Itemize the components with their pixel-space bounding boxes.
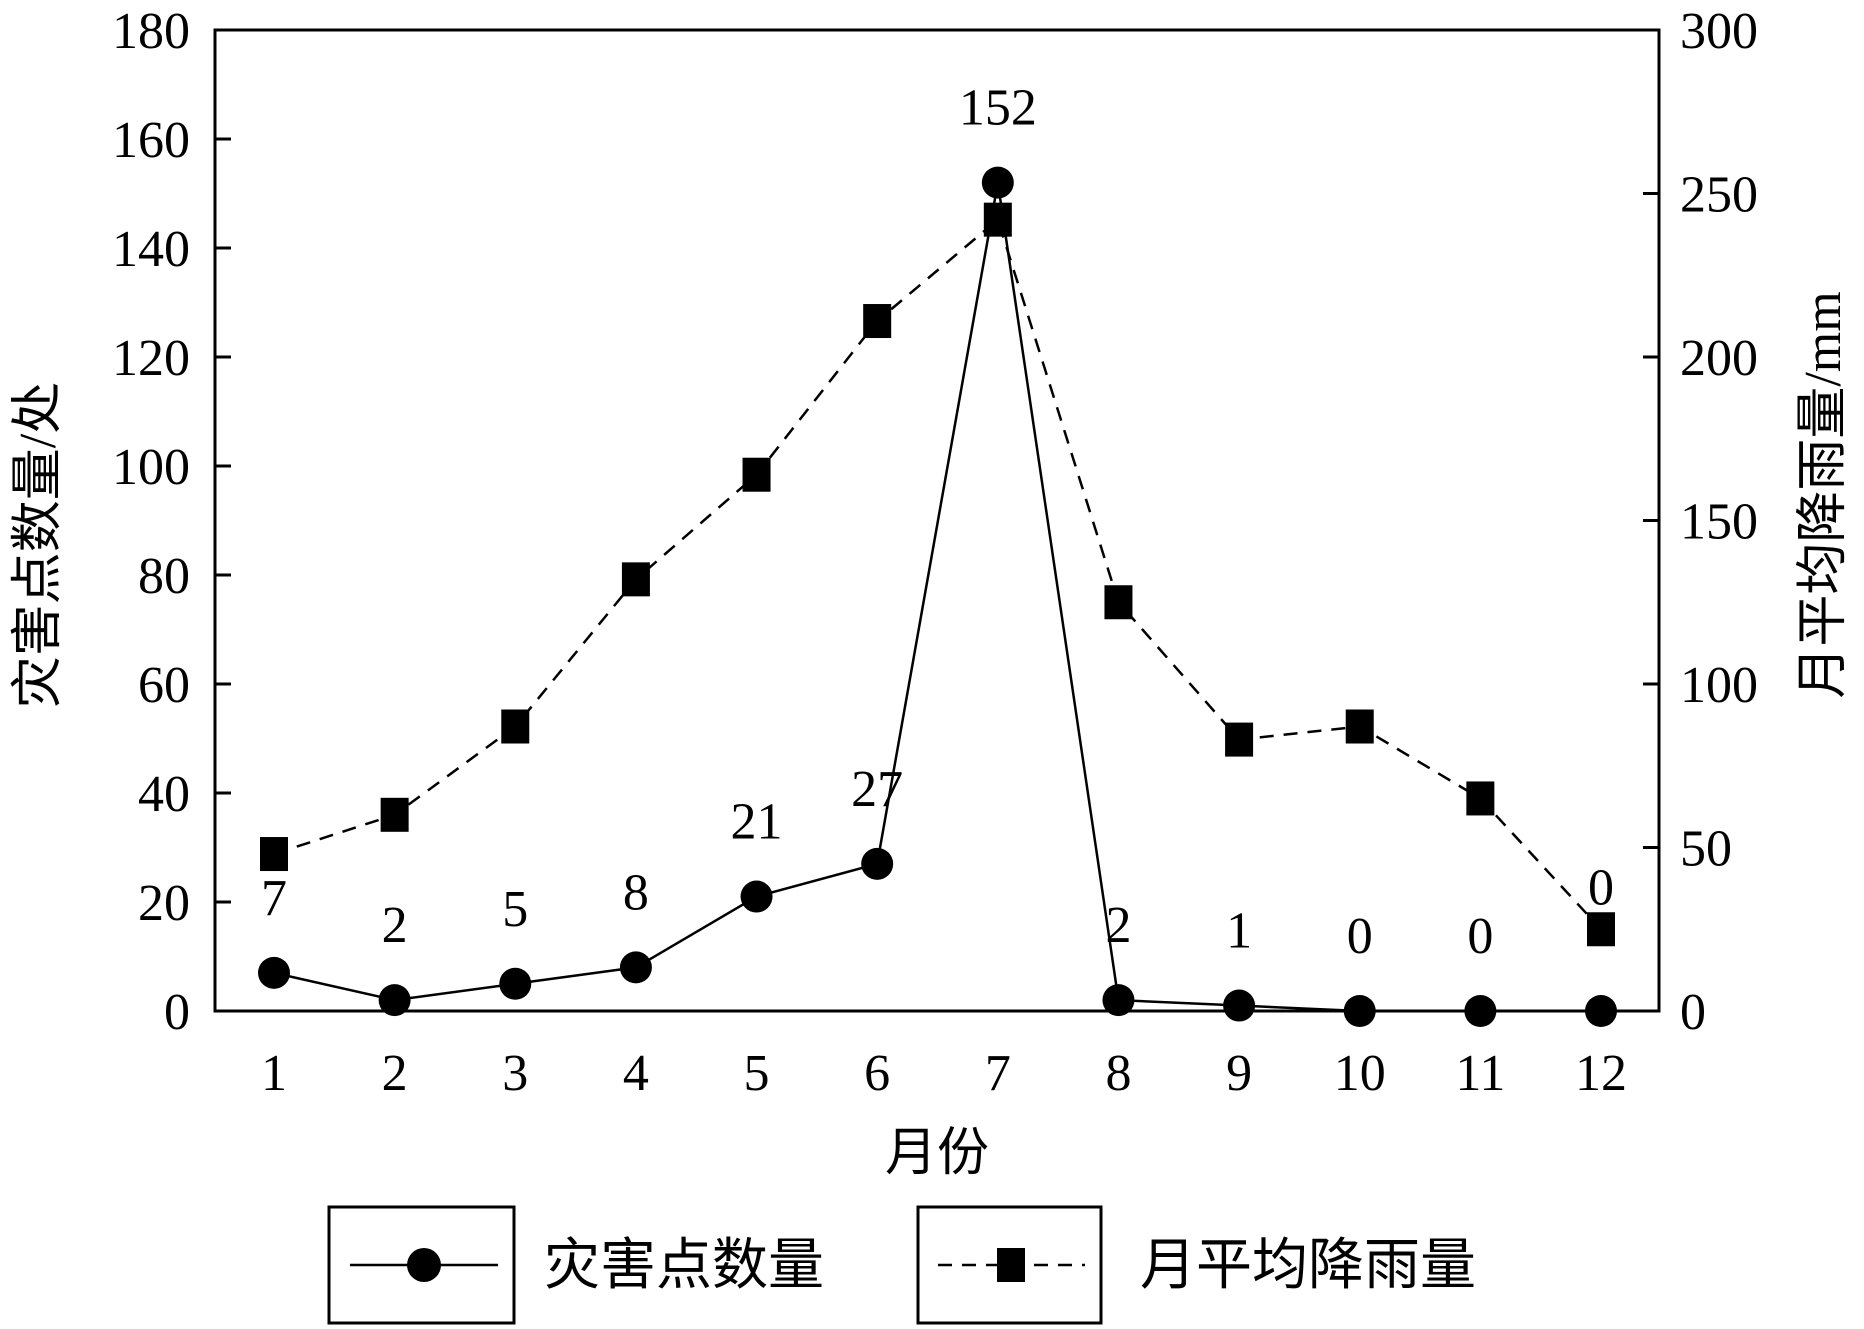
disaster-count-point: [1464, 995, 1497, 1027]
legend-item-rainfall: 月平均降雨量: [916, 1205, 1476, 1325]
rainfall-point: [1345, 709, 1374, 744]
legend: 灾害点数量 月平均降雨量: [327, 1205, 1476, 1325]
left-tick-label: 120: [112, 330, 190, 387]
disaster-count-point: [1585, 995, 1617, 1027]
data-label: 152: [959, 80, 1037, 137]
data-label: 21: [731, 794, 783, 851]
left-tick-label: 100: [112, 439, 190, 496]
disaster-count-point: [619, 951, 652, 984]
legend-box: [327, 1205, 516, 1325]
x-tick-label: 10: [1334, 1045, 1386, 1102]
left-tick-label: 180: [112, 3, 190, 60]
rainfall-point: [1587, 912, 1615, 947]
rainfall-line: [273, 217, 1602, 931]
left-tick-label: 140: [112, 221, 190, 278]
data-label: 2: [1105, 897, 1131, 954]
disaster-count-line: [273, 182, 1601, 1013]
left-tick-label: 40: [138, 766, 190, 823]
disaster-count-point: [258, 956, 290, 989]
legend-box: [916, 1205, 1103, 1325]
series-layer: [258, 166, 1617, 1027]
x-tick-label: 12: [1575, 1045, 1627, 1102]
data-label: 27: [851, 761, 903, 818]
legend-item-disaster-count: 灾害点数量: [327, 1205, 824, 1325]
rainfall-point: [983, 202, 1012, 237]
left-tick-label: 20: [138, 875, 190, 932]
legend-label: 灾害点数量: [544, 1235, 824, 1297]
right-tick-label: 50: [1680, 821, 1732, 878]
disaster-count-point: [981, 166, 1014, 199]
disaster-count-point: [740, 880, 773, 913]
disaster-count-point: [378, 984, 411, 1017]
x-tick-label: 5: [744, 1045, 770, 1102]
data-label: 1: [1226, 903, 1252, 960]
rainfall-point: [1225, 722, 1254, 757]
disaster-count-point: [1223, 989, 1256, 1022]
rainfall-point: [742, 457, 771, 492]
x-tick-label: 11: [1455, 1045, 1505, 1102]
data-label: 0: [1347, 908, 1373, 965]
data-label: 2: [382, 897, 408, 954]
legend-circle-marker: [407, 1248, 441, 1282]
disaster-count-point: [861, 847, 894, 880]
left-axis-title: 灾害点数量/处: [10, 382, 67, 708]
right-tick-label: 150: [1680, 494, 1758, 551]
data-label: 0: [1467, 908, 1493, 965]
x-axis-title: 月份: [885, 1125, 989, 1182]
right-tick-label: 300: [1680, 3, 1758, 60]
x-tick-label: 4: [623, 1045, 649, 1102]
x-tick-label: 9: [1226, 1045, 1252, 1102]
right-axis-title: 月平均降雨量/mm: [1795, 291, 1852, 698]
data-label: 7: [261, 870, 287, 927]
rainfall-point: [863, 304, 892, 339]
right-tick-label: 200: [1680, 330, 1758, 387]
x-tick-label: 7: [985, 1045, 1011, 1102]
right-tick-label: 100: [1680, 657, 1758, 714]
rainfall-point: [501, 709, 530, 744]
rainfall-point: [260, 837, 288, 872]
legend-square-marker: [997, 1248, 1025, 1282]
left-tick-label: 160: [112, 112, 190, 169]
left-tick-label: 0: [164, 984, 190, 1041]
right-tick-label: 250: [1680, 167, 1758, 224]
x-tick-label: 3: [502, 1045, 528, 1102]
x-tick-label: 2: [382, 1045, 408, 1102]
data-label: 5: [502, 881, 528, 938]
data-label: 0: [1588, 859, 1614, 916]
disaster-count-point: [499, 967, 532, 1000]
disaster-count-point: [1343, 995, 1376, 1027]
left-tick-label: 80: [138, 548, 190, 605]
left-axis: 0 20 40 60 80 100 120 140 160 180: [112, 3, 231, 1041]
data-label: 8: [623, 864, 649, 921]
left-tick-label: 60: [138, 657, 190, 714]
rainfall-point: [380, 797, 409, 832]
rainfall-point: [1466, 781, 1495, 816]
rainfall-point: [621, 562, 650, 597]
right-axis: 0 50 100 150 200 250 300: [1643, 3, 1758, 1041]
x-tick-label: 8: [1105, 1045, 1131, 1102]
legend-label: 月平均降雨量: [1140, 1235, 1476, 1297]
x-tick-label: 1: [261, 1045, 287, 1102]
right-tick-label: 0: [1680, 984, 1706, 1041]
disaster-count-point: [1102, 984, 1135, 1017]
rainfall-point: [1104, 585, 1133, 620]
x-tick-label: 6: [864, 1045, 890, 1102]
